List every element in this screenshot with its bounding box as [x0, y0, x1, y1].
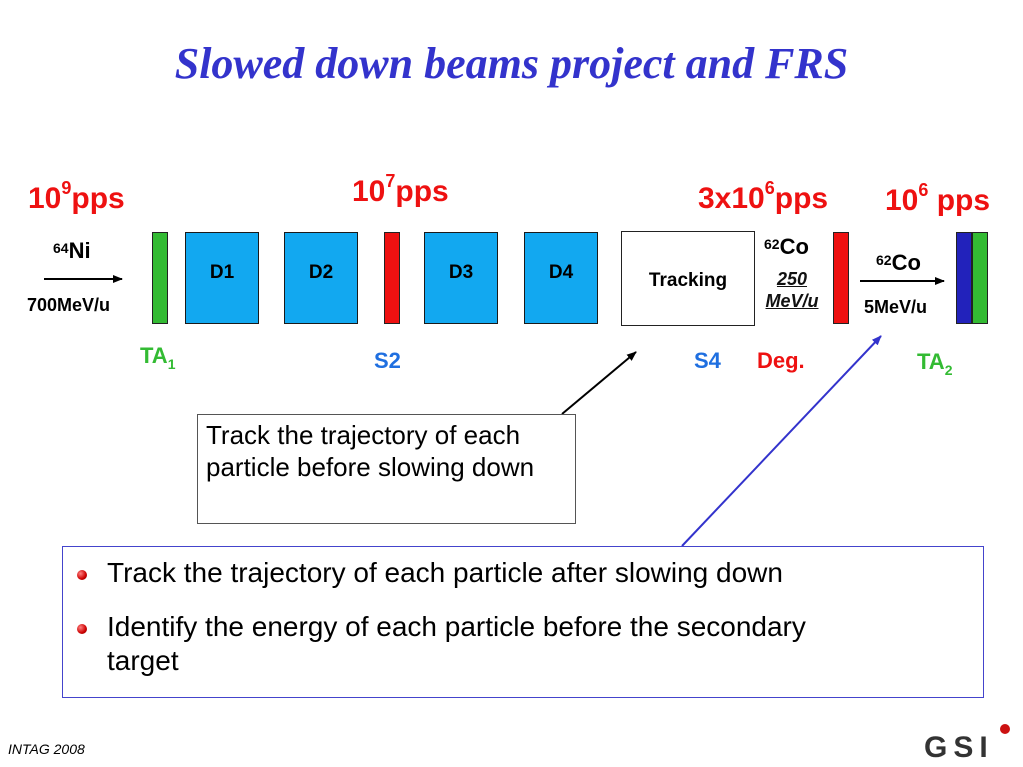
rate-ta1: 109pps [28, 178, 125, 216]
rate-base: 10 [885, 184, 919, 217]
label-text: TA [140, 343, 168, 368]
tracking-box: Tracking [621, 231, 755, 326]
label-ta1: TA1 [140, 343, 176, 372]
bullet-dot-icon [77, 570, 87, 580]
label-text: TA [917, 349, 945, 374]
beam-in-nucleus: 64Ni [53, 238, 91, 264]
primary-target-ta1 [152, 232, 168, 324]
rate-base: 10 [28, 182, 62, 215]
rate-s2: 107pps [352, 171, 449, 209]
gsi-logo-text: GSI [924, 731, 994, 760]
rate-exponent: 6 [764, 178, 775, 198]
label-subscript: 2 [944, 362, 953, 378]
gsi-logo: GSI [924, 724, 1010, 760]
mass-number: 62 [764, 236, 780, 252]
bullet-text: Track the trajectory of each particle af… [107, 557, 783, 588]
rate-unit: pps [71, 182, 125, 215]
bullet-dot-icon [77, 624, 87, 634]
callout-box: Track the trajectory of each particle be… [197, 414, 576, 524]
beam-in-energy: 700MeV/u [27, 295, 111, 315]
mass-number: 64 [53, 240, 69, 256]
rate-exponent: 6 [918, 180, 929, 200]
element-symbol: Co [779, 234, 809, 259]
rate-exponent: 9 [61, 178, 72, 198]
secondary-target-green [972, 232, 988, 324]
degrader [833, 232, 849, 324]
rate-exponent: 7 [385, 171, 396, 191]
beam-deg-nucleus: 62Co [764, 234, 809, 260]
label-subscript: 1 [167, 356, 176, 372]
label-s2: S2 [374, 348, 401, 373]
label-s4: S4 [694, 348, 721, 373]
dipole-d3: D3 [424, 232, 498, 324]
dipole-d2: D2 [284, 232, 358, 324]
rate-base: 3x10 [698, 182, 765, 215]
beam-out-nucleus: 62Co [876, 250, 921, 276]
label-deg: Deg. [757, 348, 805, 373]
slide-title: Slowed down beams project and FRS [174, 39, 849, 88]
rate-base: 10 [352, 175, 386, 208]
beam-deg-energy: 250 MeV/u [765, 269, 819, 311]
secondary-target-blue [956, 232, 972, 324]
rate-s4: 3x106pps [698, 178, 829, 216]
dipole-d1: D1 [185, 232, 259, 324]
rate-unit: pps [774, 182, 829, 215]
rate-unit: pps [395, 175, 449, 208]
callout-pointer [561, 351, 637, 415]
mass-number: 62 [876, 252, 892, 268]
footer-text: INTAG 2008 [8, 741, 85, 757]
beam-out-energy: 5MeV/u [864, 297, 928, 317]
bullets-pointer [681, 335, 882, 547]
element-symbol: Co [891, 250, 921, 275]
s2-detector [384, 232, 400, 324]
bullet-text: Identify the energy of each particle bef… [107, 611, 806, 676]
element-symbol: Ni [68, 238, 91, 263]
bullet-item: Track the trajectory of each particle af… [77, 556, 967, 590]
bullet-item: Identify the energy of each particle bef… [77, 610, 867, 678]
dipole-d4: D4 [524, 232, 598, 324]
rate-unit: pps [928, 184, 991, 217]
gsi-logo-dot [1000, 724, 1010, 734]
rate-ta2: 106 pps [885, 180, 991, 218]
bullet-box: Track the trajectory of each particle af… [62, 546, 984, 698]
label-ta2: TA2 [917, 349, 953, 378]
